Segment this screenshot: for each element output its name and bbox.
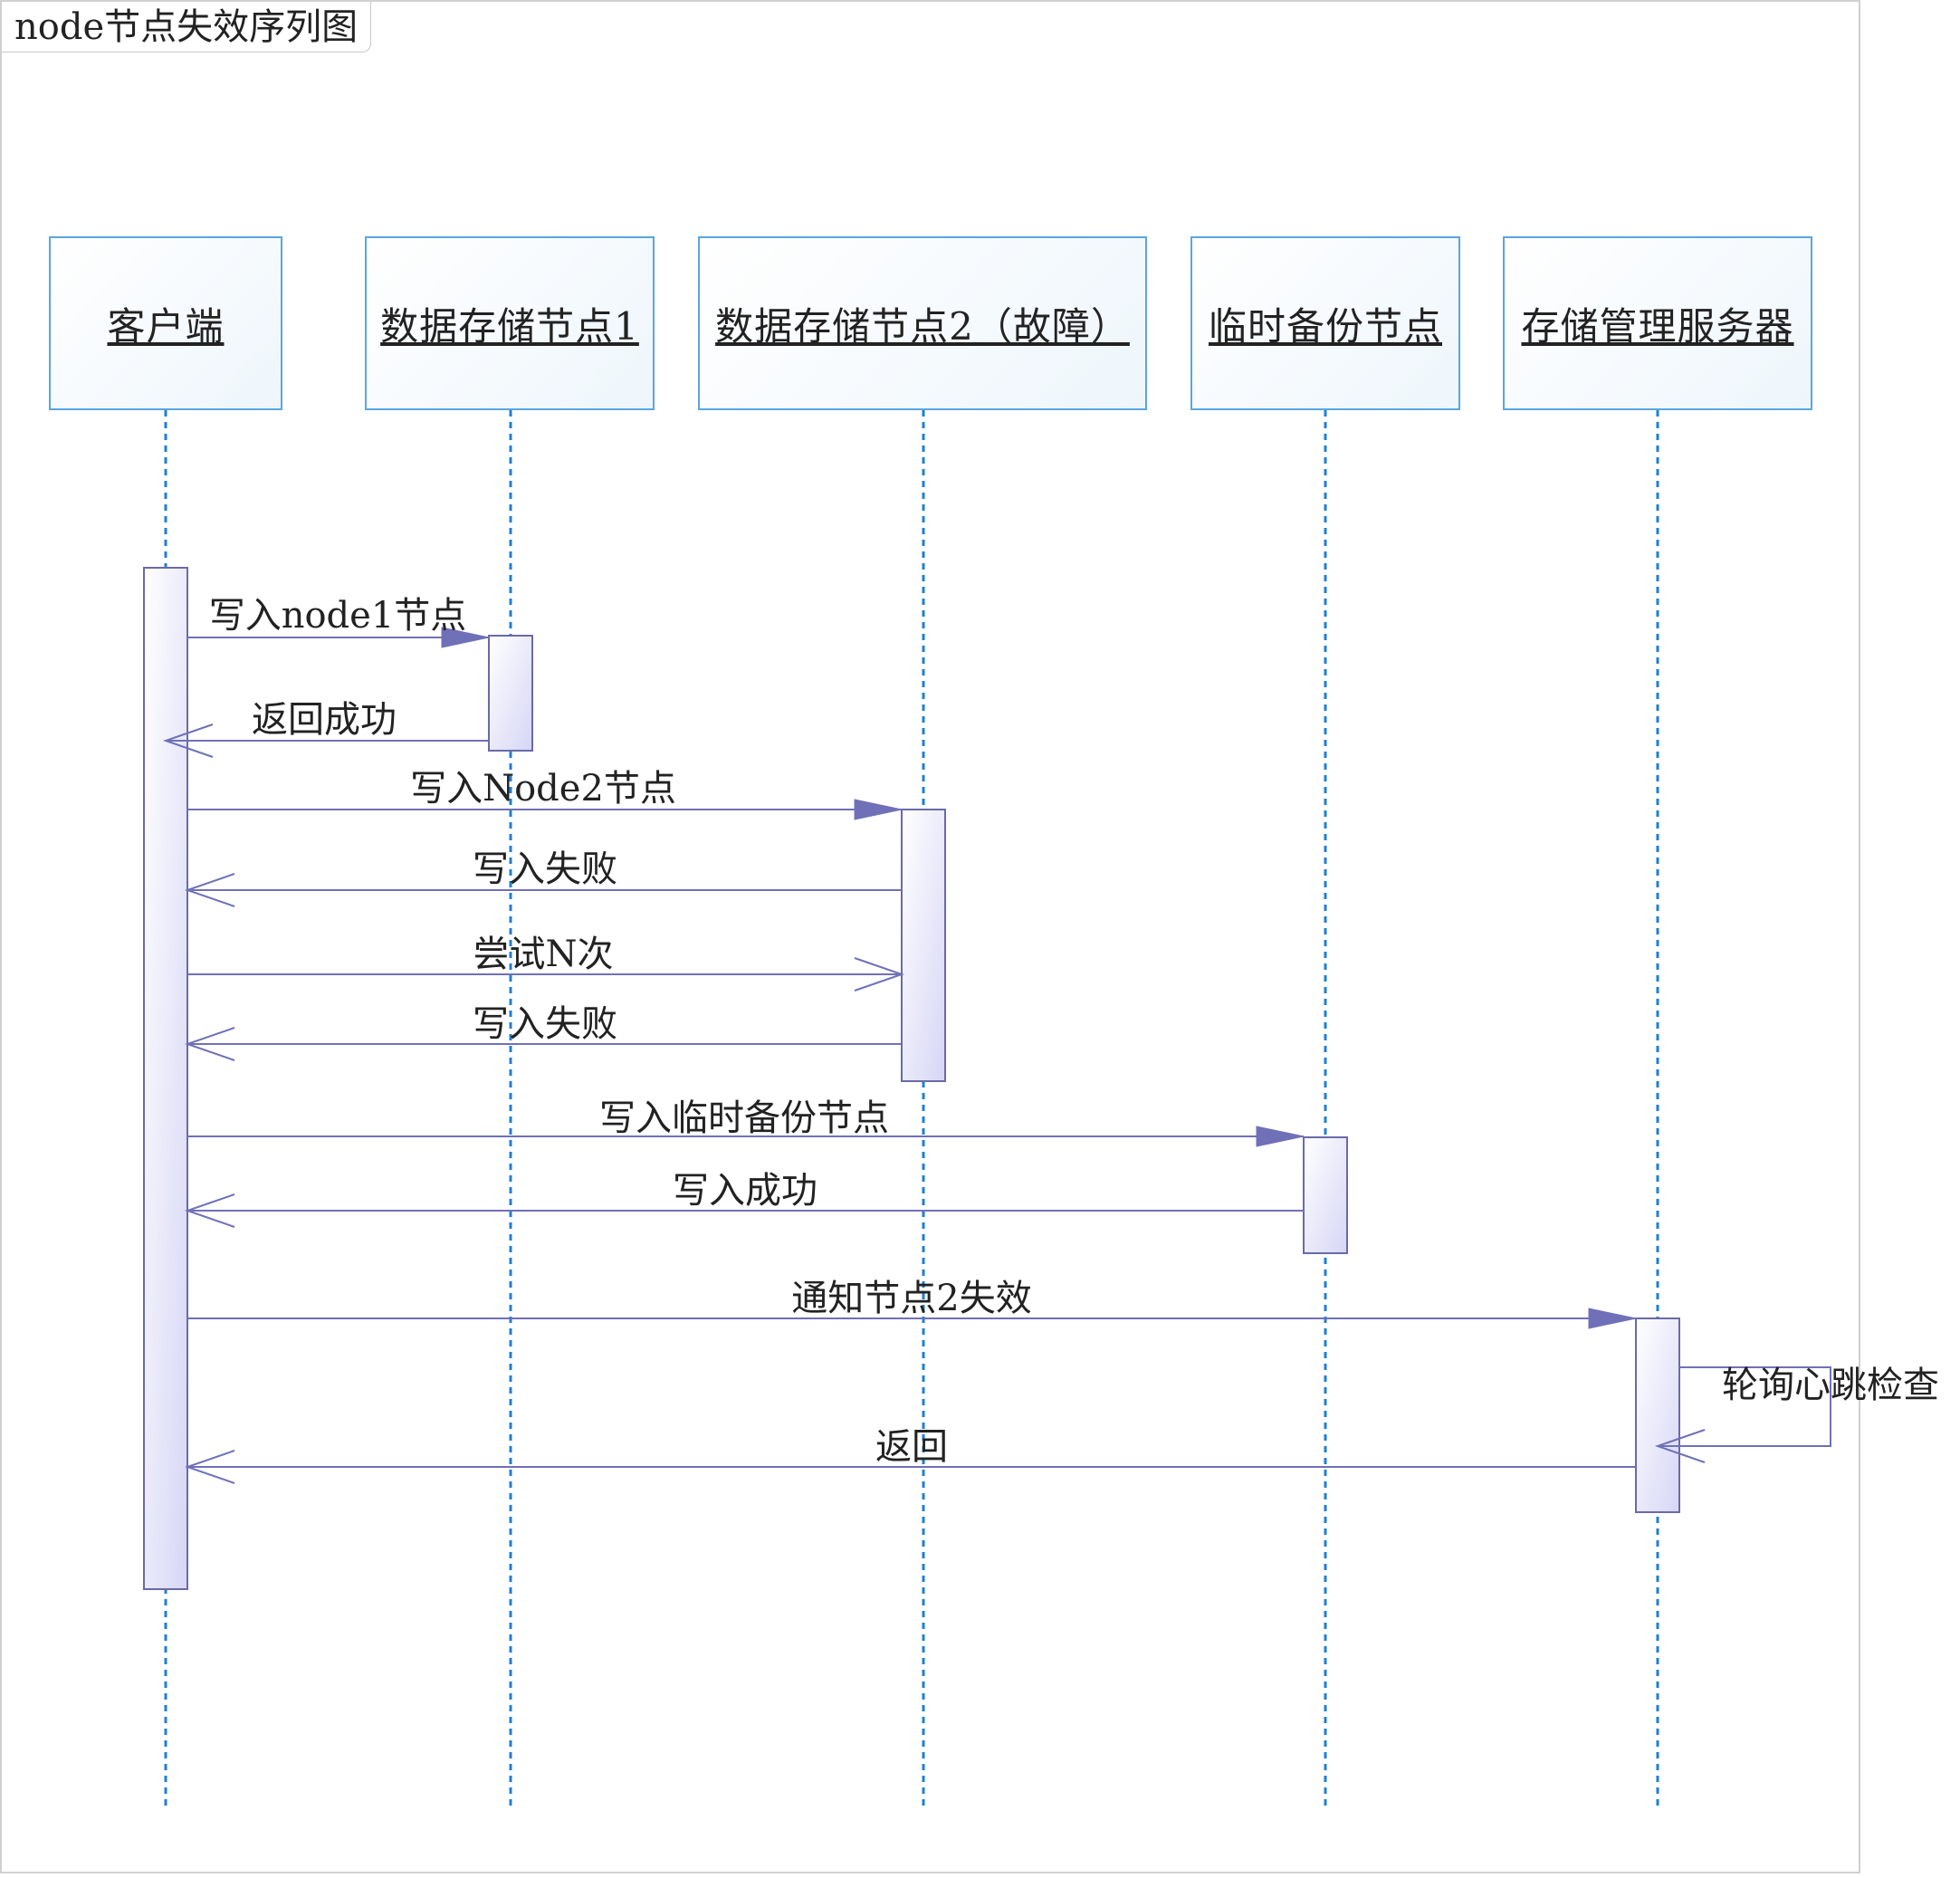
- message-label-heartbeat-check: 轮询心跳检查: [1722, 1365, 1939, 1406]
- message-label-write-node2: 写入Node2节点: [410, 768, 676, 810]
- activation-client: [143, 567, 188, 1590]
- message-6-arrowhead: [184, 1027, 235, 1061]
- message-label-write-success: 写入成功: [673, 1170, 817, 1212]
- message-label-retry-n: 尝试N次: [473, 934, 614, 975]
- message-11-arrowhead: [184, 1450, 235, 1484]
- message-1-arrowhead: [441, 627, 490, 648]
- diagram-frame: [0, 0, 1860, 1873]
- message-5-arrowhead: [854, 957, 905, 992]
- activation-node1: [488, 635, 533, 752]
- message-label-notify-node2-failed: 通知节点2失效: [791, 1278, 1032, 1319]
- message-label-write-failed-2: 写入失败: [473, 1003, 617, 1045]
- message-8-arrowhead: [184, 1193, 235, 1228]
- message-9-arrowhead: [1588, 1308, 1637, 1329]
- activation-node2: [901, 809, 946, 1082]
- participant-backup-label: 临时备份节点: [1208, 303, 1442, 349]
- participant-manager: 存储管理服务器: [1503, 236, 1812, 410]
- participant-node2-label: 数据存储节点2（故障）: [715, 303, 1130, 349]
- message-10-line: [1658, 1366, 1831, 1447]
- message-2-arrowhead: [162, 723, 214, 758]
- message-label-return-success: 返回成功: [252, 699, 397, 741]
- message-label-return: 返回: [875, 1426, 948, 1468]
- message-10-arrowhead: [1654, 1429, 1706, 1463]
- participant-backup: 临时备份节点: [1190, 236, 1460, 410]
- message-3-arrowhead: [854, 799, 903, 820]
- message-label-write-failed-1: 写入失败: [473, 848, 617, 890]
- participant-manager-label: 存储管理服务器: [1521, 303, 1794, 349]
- message-4-arrowhead: [184, 873, 235, 907]
- message-label-write-node1: 写入node1节点: [208, 595, 467, 637]
- participant-node1-label: 数据存储节点1: [380, 303, 639, 349]
- message-label-write-backup: 写入临时备份节点: [599, 1097, 889, 1139]
- message-7-arrowhead: [1256, 1126, 1305, 1147]
- participant-client: 客户端: [49, 236, 282, 410]
- participant-client-label: 客户端: [107, 303, 225, 349]
- participant-node2: 数据存储节点2（故障）: [698, 236, 1147, 410]
- activation-backup: [1303, 1136, 1348, 1254]
- activation-manager: [1635, 1317, 1680, 1513]
- diagram-title: node节点失效序列图: [2, 2, 371, 53]
- participant-node1: 数据存储节点1: [365, 236, 655, 410]
